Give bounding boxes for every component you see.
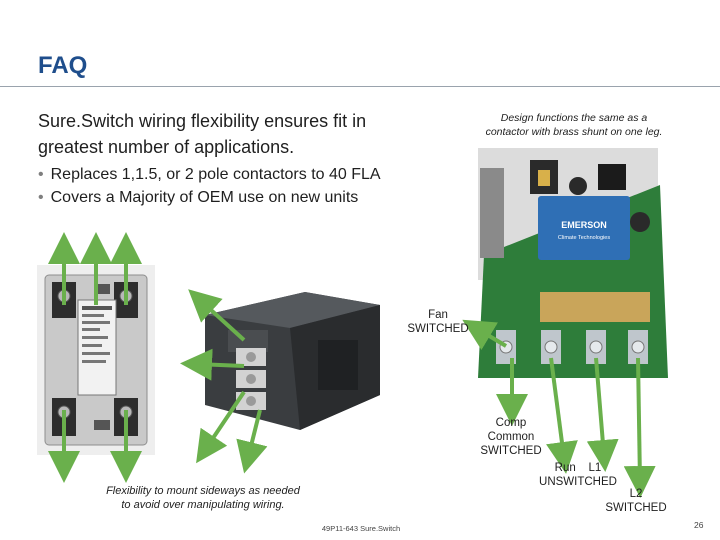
bullet-list: • Replaces 1,1.5, or 2 pole contactors to… [38,163,381,209]
callout-l2: L2 SWITCHED [600,487,672,515]
callout-comp-line-2: Common [487,431,535,443]
callout-run-line-2: UNSWITCHED [539,476,617,488]
bullet-text: Covers a Majority of OEM use on new unit… [50,189,359,206]
arrow-module-terminal-1 [188,289,246,342]
arrow-module-terminal-3 [196,390,246,464]
design-note-line-2: contactor with brass shunt on one leg. [485,126,663,138]
callout-l2-line-2: SWITCHED [605,502,667,514]
bullet-item: • Replaces 1,1.5, or 2 pole contactors to… [38,163,381,186]
bullet-dot: • [38,166,44,183]
callout-l2-line-1: L2 [629,488,643,500]
circuit-board-photo: EMERSON Climate Technologies [478,148,668,378]
callout-comp-line-3: SWITCHED [480,445,542,457]
intro-line-2: greatest number of applications. [38,137,295,157]
callout-run-l1: Run L1 UNSWITCHED [530,461,626,489]
title-divider [0,86,720,87]
bullet-text: Replaces 1,1.5, or 2 pole contactors to … [50,166,381,183]
intro-line-1: Sure.Switch wiring flexibility ensures f… [38,111,367,131]
callout-run-line-1: Run L1 [554,462,602,474]
board-brand-label: EMERSON [561,220,607,230]
flex-note-line-1: Flexibility to mount sideways as needed [106,485,300,497]
flex-note-line-2: to avoid over manipulating wiring. [121,499,285,511]
callout-comp: Comp Common SWITCHED [474,416,548,458]
design-note-line-1: Design functions the same as a [500,112,648,124]
arrow-fan [462,319,508,350]
arrow-group [48,232,656,498]
intro-text: Sure.Switch wiring flexibility ensures f… [38,108,438,160]
page-title: FAQ [38,52,88,79]
arrow-module-terminal-2 [180,348,245,381]
page-number: 26 [694,520,704,530]
bullet-dot: • [38,189,44,206]
callout-fan-line-1: Fan [428,309,448,321]
flexibility-note: Flexibility to mount sideways as needed … [80,484,326,512]
arrow-l2 [623,357,656,498]
arrow-l1 [586,357,619,472]
board-brand-sub: Climate Technologies [558,235,610,241]
bullet-item: • Covers a Majority of OEM use on new uni… [38,186,381,209]
sureswitch-module-photo [205,292,380,430]
design-note: Design functions the same as a contactor… [462,111,686,139]
callout-comp-line-1: Comp [495,417,527,429]
callout-fan: Fan SWITCHED [400,308,476,336]
callout-fan-line-2: SWITCHED [407,323,469,335]
footer-text: 49P11-643 Sure.Switch [321,524,401,533]
arrow-module-terminal-4 [236,409,268,474]
arrow-run [546,357,578,474]
